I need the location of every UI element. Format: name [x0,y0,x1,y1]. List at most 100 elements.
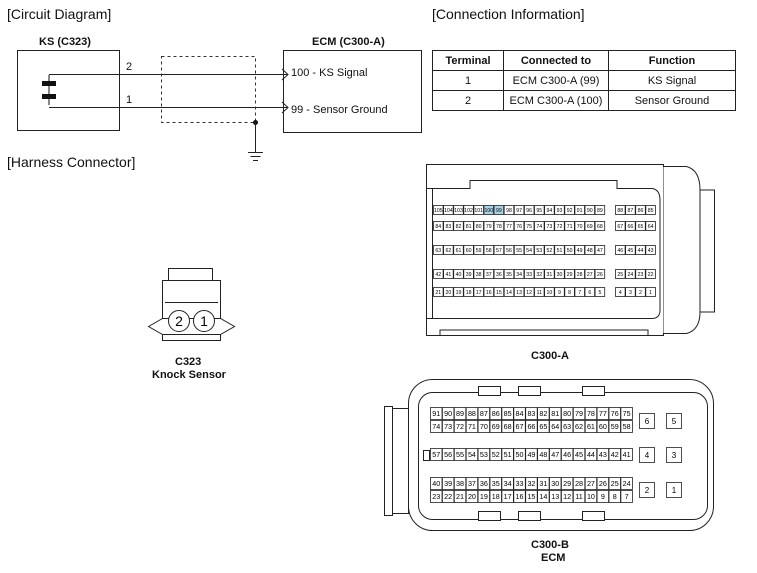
pin-cell [513,448,526,461]
pin-cell [574,221,585,231]
pin-number: 36 [496,272,502,278]
pin-cell [572,420,586,433]
pin-number: 9 [601,492,605,501]
pin-number: 50 [516,450,524,459]
pin-cell [534,245,545,255]
pin-cell [596,490,609,503]
pin-cell [620,490,633,503]
pin-number: 79 [486,224,492,230]
pin-number: 40 [456,272,462,278]
pin-cell [463,269,474,279]
pin-cell [544,269,555,279]
pin-number: 57 [432,450,440,459]
pin-cell [483,205,495,215]
pin-cell [574,287,585,297]
pin-cell [493,221,505,231]
pin-number: 56 [506,248,512,254]
pin-number: 38 [456,479,464,488]
pin-cell [534,269,545,279]
pin-number: 19 [480,492,488,501]
pin-number: 16 [486,290,492,296]
connection-info-heading: [Connection Information] [432,6,585,22]
pin-cell [594,245,606,255]
pin-number: 101 [474,208,483,214]
pin-cell [625,269,636,279]
pin-number: 83 [527,409,535,418]
pin-number: 27 [587,272,593,278]
pin-cell [544,287,555,297]
pin-cell [513,245,525,255]
pin-number: 76 [516,224,522,230]
ecm-pin-100-label: 100 - KS Signal [291,67,368,79]
pin-number: 9 [558,290,561,296]
pin-number: 26 [597,272,603,278]
pin-number: 66 [527,422,535,431]
pin-cell [596,477,609,490]
pin-number: 78 [496,224,502,230]
pin-cell [433,245,444,255]
pin-number: 42 [611,450,619,459]
pin-number: 98 [506,208,512,214]
pin-cell [615,287,626,297]
pin-cell [608,420,621,433]
pin-number: 102 [464,208,473,214]
pin-cell [620,420,633,433]
pin-number: 1 [649,290,652,296]
pin-number: 55 [456,450,464,459]
pin-number: 40 [432,479,440,488]
pin-cell [564,205,575,215]
pin-number: 17 [504,492,512,501]
pin-cell [666,447,682,463]
pin-number: 27 [587,479,595,488]
pin-number: 62 [446,248,452,254]
pin-number: 33 [516,479,524,488]
pin-number: 13 [516,290,522,296]
pin-cell [433,287,444,297]
pin-number: 82 [539,409,547,418]
pin-number: 24 [623,479,631,488]
pin-cell [443,287,454,297]
pin-cell [513,477,526,490]
pin-number: 86 [638,208,644,214]
pin-cell [549,420,562,433]
pin-number: 31 [539,479,547,488]
pin-cell [666,482,682,498]
pin-cell [443,245,454,255]
pin-number: 26 [599,479,607,488]
pin-number: 22 [648,272,654,278]
c300a-label: C300-A [531,350,569,362]
pin-cell [625,221,636,231]
pin-number: 19 [456,290,462,296]
pin-number: 38 [476,272,482,278]
pin-number: 64 [648,224,654,230]
pin-number: 16 [516,492,524,501]
pin-cell [537,420,550,433]
pin-cell [443,221,454,231]
pin-number: 64 [551,422,559,431]
pin-number: 52 [547,248,553,254]
pin-cell [453,407,467,420]
pin-cell [615,221,626,231]
pin-cell [483,245,495,255]
pin-number: 39 [466,272,472,278]
pin-cell [639,413,655,429]
pin-number: 68 [597,224,603,230]
c323-name: C323 [175,356,202,368]
pin-number: 65 [539,422,547,431]
c323-pin-2: 2 [175,313,183,329]
pin-cell [608,448,621,461]
pin-number: 20 [446,290,452,296]
pin-number: 13 [551,492,559,501]
pin-number: 23 [638,272,644,278]
pin-cell [463,205,474,215]
pin-number: 14 [539,492,547,501]
pin-cell [635,269,646,279]
pin-number: 67 [617,224,623,230]
pin-number: 25 [611,479,619,488]
pin-number: 89 [456,409,464,418]
c323-pin-1: 1 [200,313,208,329]
pin-number: 90 [587,208,593,214]
pin-number: 94 [547,208,553,214]
pin-number: 42 [435,272,441,278]
pin-cell [473,245,484,255]
